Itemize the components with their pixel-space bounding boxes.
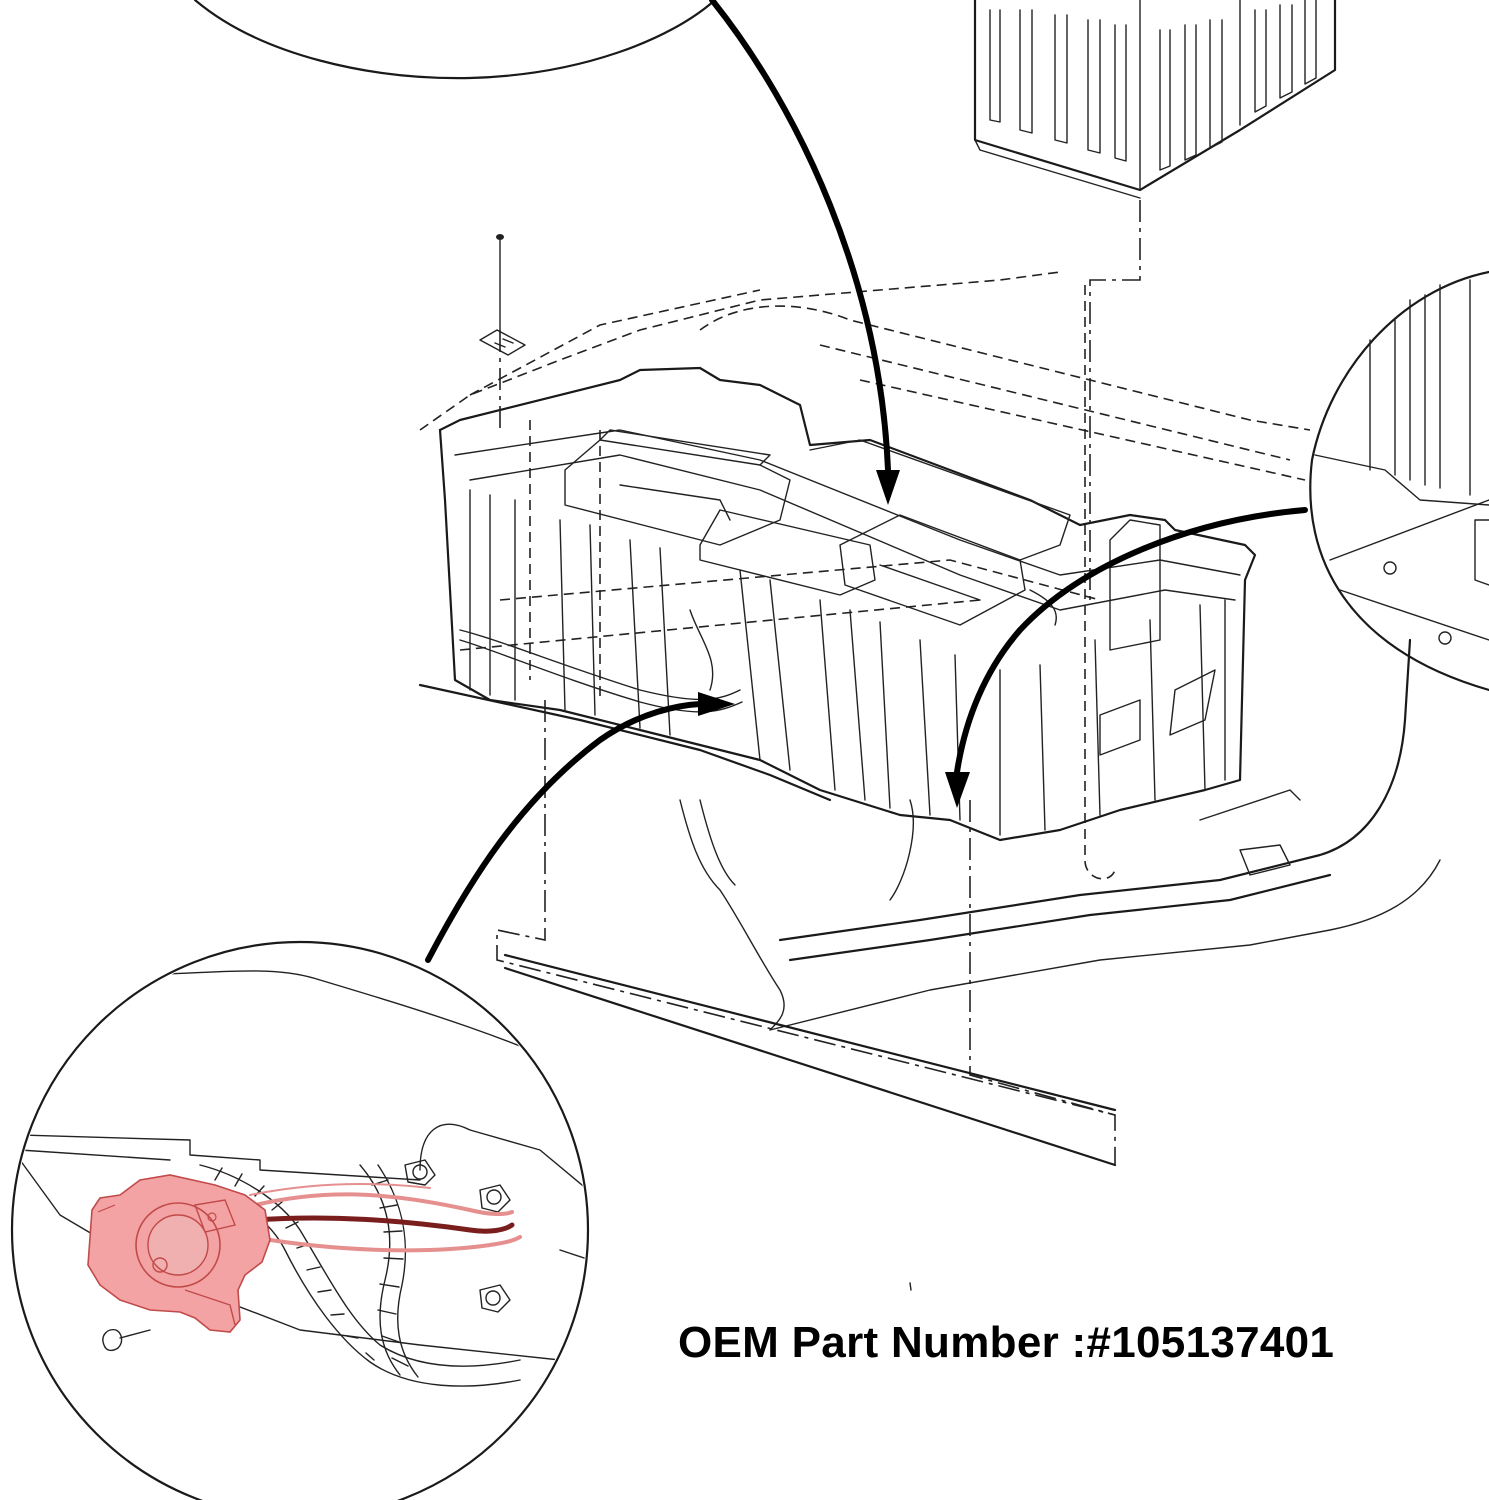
tick-mark <box>909 1282 912 1291</box>
screw-bracket <box>479 234 526 356</box>
arrow-head-bottom <box>698 692 735 716</box>
terminal-posts <box>404 1159 511 1313</box>
detail-callout-right <box>1309 270 1489 692</box>
battery-tray <box>438 366 1257 842</box>
wires <box>249 1183 522 1253</box>
mounting-screw <box>102 1328 151 1352</box>
arrow-head-top <box>876 470 900 505</box>
oem-part-number-label: OEM Part Number :#105137401 <box>678 1318 1335 1367</box>
leader-arrows <box>425 0 1308 963</box>
cart-frame <box>418 638 1441 1031</box>
detail-callout-top-left <box>193 0 717 80</box>
charger-receptacle-highlight <box>87 1174 271 1333</box>
detail-callout-bottom-left <box>10 940 590 1500</box>
arrow-head-right <box>945 772 970 808</box>
battery-unit <box>973 0 1337 199</box>
assembly-guide-lines <box>496 200 1141 1167</box>
cart-body-dashed-outline <box>419 271 1311 880</box>
